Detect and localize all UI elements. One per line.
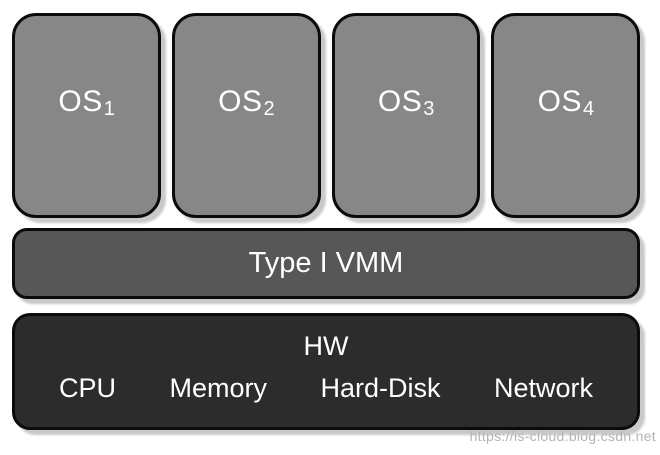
os-subscript: 1 <box>103 97 116 120</box>
hw-component-memory: Memory <box>169 373 267 403</box>
os-subscript: 4 <box>582 97 595 120</box>
hw-components-row: CPU Memory Hard-Disk Network <box>15 373 637 404</box>
os-subscript: 2 <box>263 97 276 120</box>
os-row: OS1 OS2 OS3 OS4 <box>12 13 640 218</box>
os-text: OS <box>58 84 103 118</box>
hw-component-harddisk: Hard-Disk <box>320 373 441 403</box>
hw-component-cpu: CPU <box>59 373 117 403</box>
os-box-2: OS2 <box>171 13 321 218</box>
os-text: OS <box>218 84 263 118</box>
os-box-label: OS3 <box>377 84 435 120</box>
os-text: OS <box>537 84 582 118</box>
os-box-3: OS3 <box>331 13 481 218</box>
type1-vmm-bar: Type I VMM <box>12 228 640 299</box>
os-box-label: OS1 <box>58 84 116 120</box>
os-box-label: OS2 <box>218 84 276 120</box>
os-subscript: 3 <box>423 97 435 120</box>
os-box-label: OS4 <box>537 84 595 120</box>
os-box-1: OS1 <box>12 13 161 218</box>
hw-label: HW <box>303 331 349 361</box>
hw-component-network: Network <box>493 373 593 403</box>
os-text: OS <box>377 84 423 118</box>
watermark-link: https://is-cloud.blog.csdn.net <box>469 428 656 444</box>
os-box-4: OS4 <box>491 13 640 218</box>
hw-box: HW CPU Memory Hard-Disk Network <box>12 313 640 430</box>
vmm-label: Type I VMM <box>248 247 404 279</box>
